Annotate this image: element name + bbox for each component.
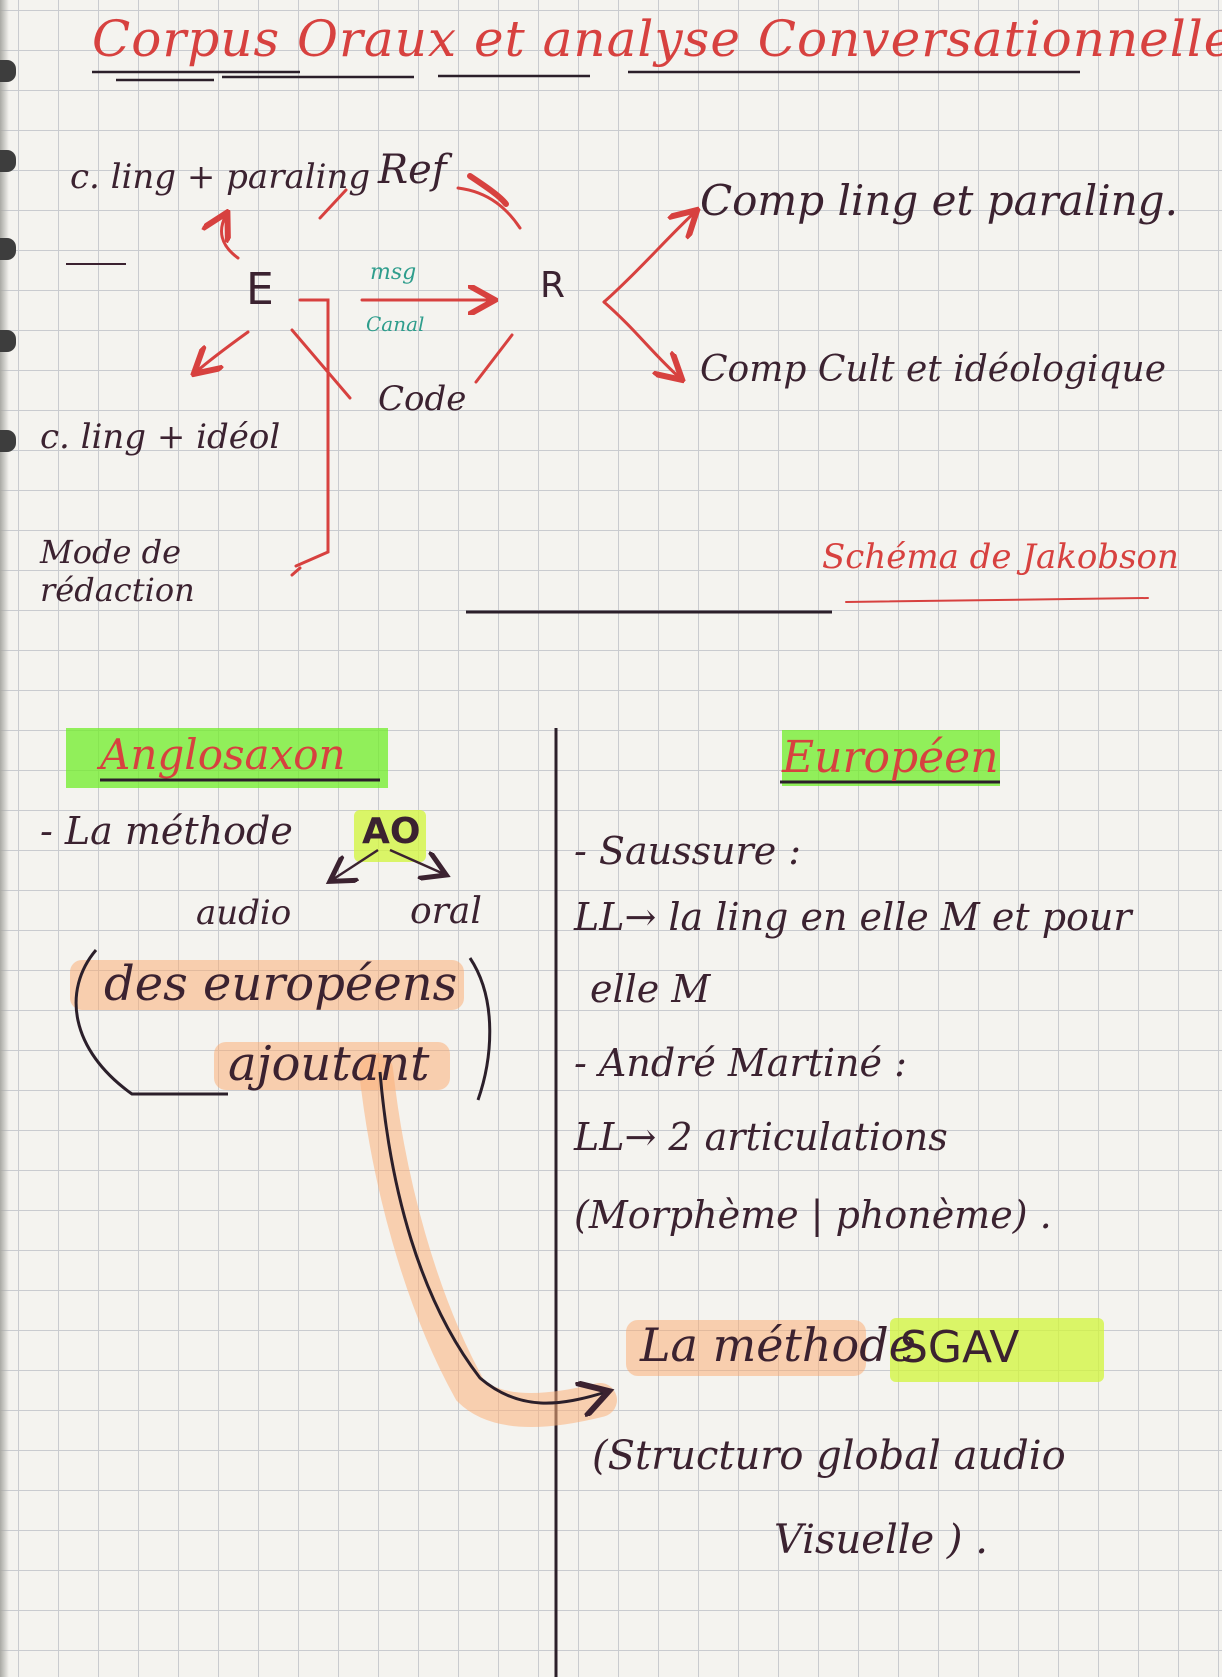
- right-method-sgav: SGAV: [900, 1322, 1020, 1373]
- left-oral: oral: [410, 891, 482, 932]
- right-saussure-line2: elle M: [590, 967, 711, 1011]
- heading-anglosaxon: Anglosaxon: [100, 730, 346, 779]
- right-saussure-line1: LL→ la ling en elle M et pour: [574, 895, 1132, 939]
- label-canal: Canal: [366, 312, 425, 336]
- label-receiver: R: [540, 265, 566, 306]
- left-europeens: des européens: [104, 956, 458, 1012]
- label-c-ling-ideol: c. ling + idéol: [40, 417, 281, 457]
- label-mode-line1: Mode de: [40, 533, 182, 571]
- binder-ring: [0, 238, 16, 260]
- left-method-prefix: - La méthode: [40, 809, 293, 853]
- heading-europeen: Européen: [782, 732, 999, 783]
- binder-ring: [0, 60, 16, 82]
- right-method-prefix: La méthode: [640, 1318, 916, 1372]
- binder-ring: [0, 330, 16, 352]
- highlight-anglosaxon: [66, 728, 388, 788]
- right-martinet-line2: (Morphème | phonème) .: [574, 1193, 1052, 1237]
- right-sgav-line1: (Structuro global audio: [592, 1433, 1066, 1479]
- right-sgav-line2: Visuelle ) .: [774, 1517, 988, 1563]
- left-ajoutant: ajoutant: [228, 1036, 430, 1092]
- binder-ring: [0, 150, 16, 172]
- label-comp-cult-ideologique: Comp Cult et idéologique: [700, 349, 1167, 390]
- left-audio: audio: [196, 893, 292, 933]
- left-method-ao: AO: [362, 811, 421, 852]
- label-emitter: E: [246, 264, 274, 315]
- signature-jakobson: Schéma de Jakobson: [822, 537, 1179, 577]
- right-saussure: - Saussure :: [574, 829, 802, 873]
- label-comp-ling-paraling: Comp ling et paraling.: [700, 176, 1178, 225]
- highlight-la-methode: [626, 1320, 866, 1376]
- binder-ring: [0, 430, 16, 452]
- highlight-sgav: [890, 1318, 1104, 1382]
- label-c-ling-paraling: c. ling + paraling: [70, 157, 371, 197]
- right-martinet: - André Martiné :: [574, 1041, 907, 1085]
- right-martinet-line1: LL→ 2 articulations: [574, 1115, 948, 1159]
- page-edge-shadow: [0, 0, 9, 1677]
- label-mode-line2: rédaction: [40, 571, 195, 609]
- highlight-europeen: [782, 730, 1000, 786]
- label-ref: Ref: [378, 147, 447, 193]
- label-msg: msg: [370, 260, 417, 285]
- page-title: Corpus Oraux et analyse Conversationnell…: [92, 10, 1222, 68]
- label-code: Code: [378, 379, 467, 419]
